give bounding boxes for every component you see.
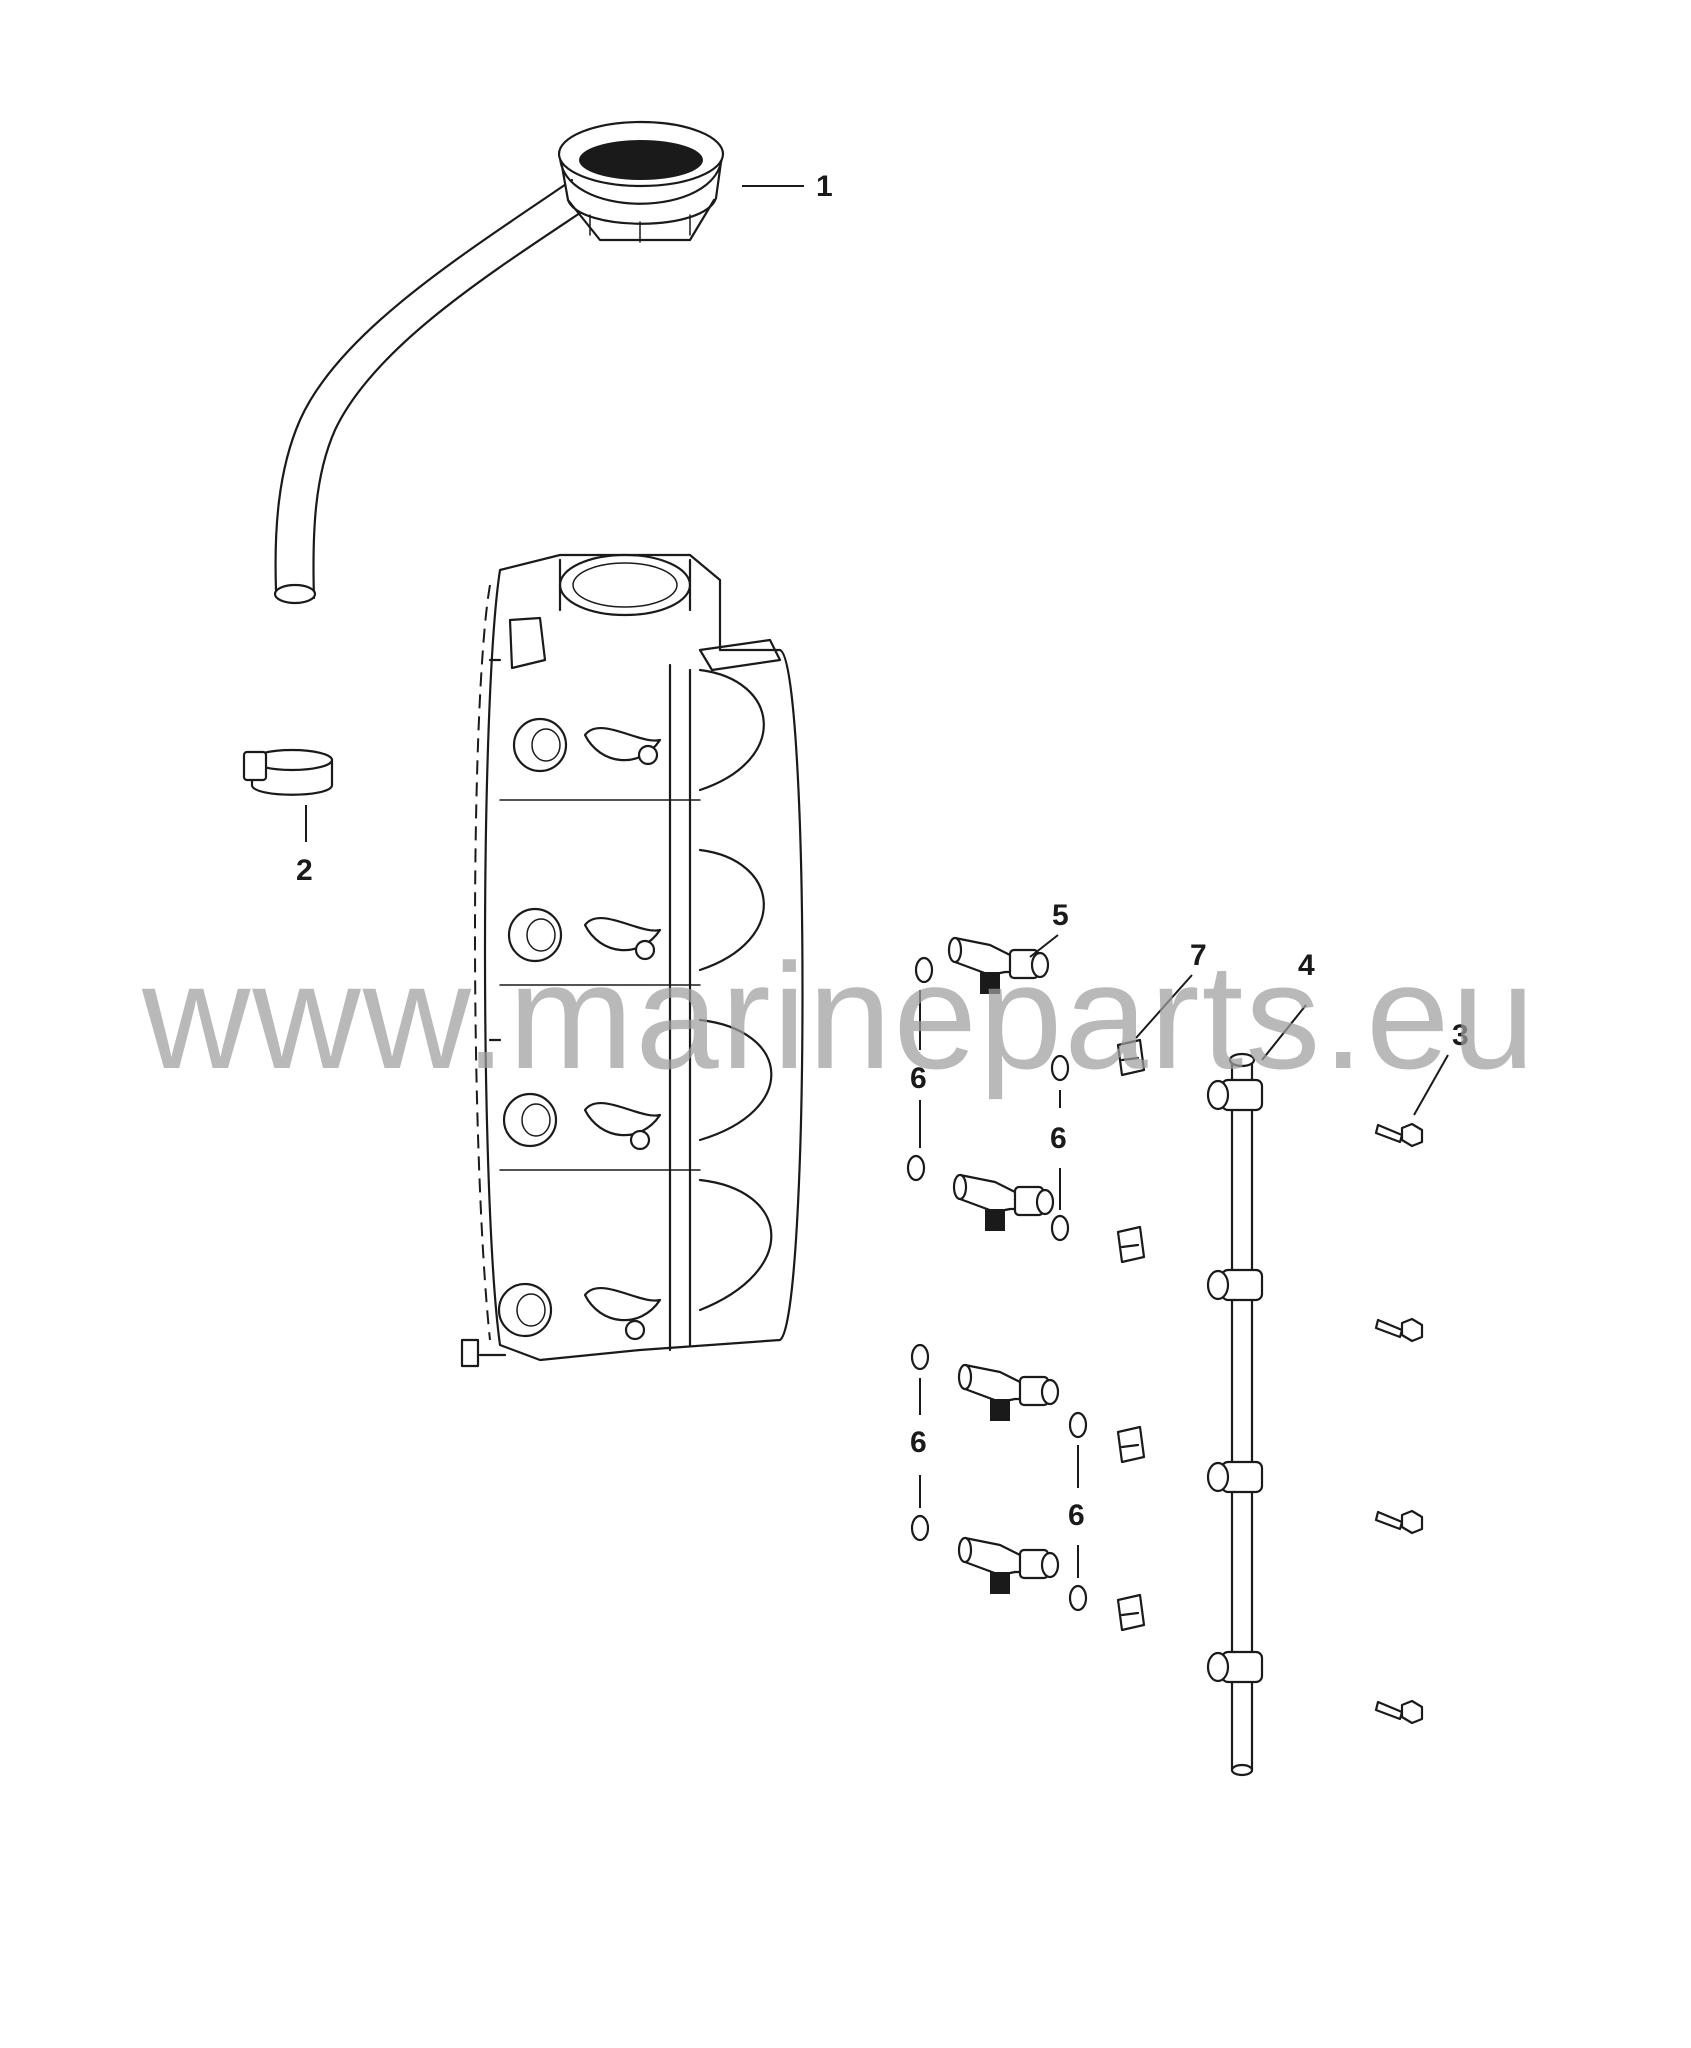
callout-2: 2 xyxy=(296,854,313,887)
part-3-bolt[interactable] xyxy=(1374,1699,1424,1725)
callout-3: 3 xyxy=(1452,1019,1469,1052)
callout-4: 4 xyxy=(1298,949,1315,982)
intake-manifold[interactable] xyxy=(460,553,804,1368)
part-3-bolt[interactable] xyxy=(1374,1317,1424,1343)
part-3-bolt[interactable] xyxy=(1374,1122,1424,1148)
part-6-o-ring[interactable] xyxy=(906,956,1088,1612)
part-3-bolt[interactable] xyxy=(1374,1509,1424,1535)
part-2-hose-clamp[interactable] xyxy=(242,748,334,796)
callout-6b: 6 xyxy=(1050,1122,1067,1155)
callout-6d: 6 xyxy=(1068,1499,1085,1532)
part-5-fuel-injector[interactable] xyxy=(957,1536,1060,1594)
part-4-fuel-rail[interactable] xyxy=(1206,1052,1264,1777)
part-5-fuel-injector[interactable] xyxy=(952,1173,1055,1231)
callout-1: 1 xyxy=(816,170,833,203)
callout-5: 5 xyxy=(1052,899,1069,932)
part-5-fuel-injector[interactable] xyxy=(957,1363,1060,1421)
callout-6a: 6 xyxy=(910,1062,927,1095)
part-1-screen-with-hose[interactable] xyxy=(273,120,725,605)
part-7-retaining-clip[interactable] xyxy=(1116,1038,1146,1632)
callout-6c: 6 xyxy=(910,1426,927,1459)
watermark-text: www.marineparts.eu xyxy=(141,932,1537,1100)
callout-7: 7 xyxy=(1190,939,1207,972)
